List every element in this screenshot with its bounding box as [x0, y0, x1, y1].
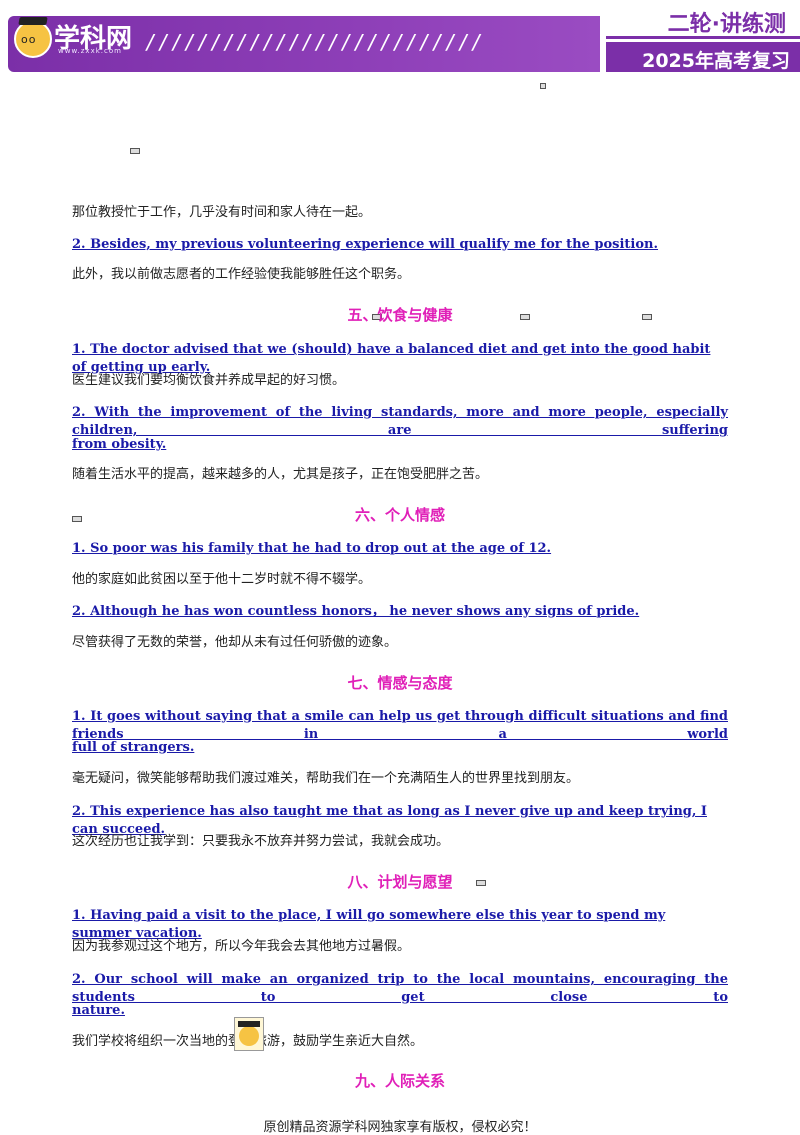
translation-line: 那位教授忙于工作，几乎没有时间和家人待在一起。 [72, 205, 372, 220]
mascot-face-icon [239, 1026, 259, 1046]
anchor-marker [130, 148, 140, 154]
anchor-marker [520, 314, 530, 320]
sentence-line: 2. With the improvement of the living st… [72, 405, 728, 438]
banner-slashes: ////////////////////////// [145, 30, 485, 54]
logo-text: 学科网 [54, 24, 133, 54]
banner-right-top [606, 4, 800, 36]
logo-url: www.zxxk.com [58, 47, 122, 55]
translation-line: 这次经历也让我学到：只要我永不放弃并努力尝试，我就会成功。 [72, 834, 450, 849]
header-banner: oo 学科网 www.zxxk.com ////////////////////… [0, 0, 800, 74]
banner-divider [606, 36, 800, 39]
series-title: 二轮·讲练测 [667, 12, 786, 37]
sentence-line: 1. Having paid a visit to the place, I w… [72, 908, 666, 941]
section-heading: 五、饮食与健康 [347, 306, 453, 324]
graduation-cap-icon [238, 1021, 260, 1027]
sentence-line: 2. Our school will make an organized tri… [72, 972, 728, 1005]
translation-line: 我们学校将组织一次当地的登山旅游，鼓励学生亲近大自然。 [72, 1033, 728, 1051]
sentence-line: 1. So poor was his family that he had to… [72, 541, 552, 556]
translation-line: 因为我参观过这个地方，所以今年我会去其他地方过暑假。 [72, 939, 411, 954]
sentence-line: full of strangers. [72, 740, 195, 755]
translation-line: 此外，我以前做志愿者的工作经验使我能够胜任这个职务。 [72, 267, 411, 282]
section-heading: 六、个人情感 [354, 506, 445, 524]
anchor-marker [372, 314, 382, 320]
sentence-line: nature. [72, 1003, 125, 1018]
translation-line: 尽管获得了无数的荣誉，他却从未有过任何骄傲的迹象。 [72, 635, 398, 650]
sentence-line: 2. Besides, my previous volunteering exp… [72, 237, 659, 252]
section-heading: 八、计划与愿望 [347, 873, 453, 891]
section-heading: 九、人际关系 [354, 1072, 445, 1090]
anchor-marker [540, 83, 546, 89]
sentence-line: 2. Although he has won countless honors，… [72, 604, 640, 619]
series-subtitle: 2025年高考复习 [642, 50, 790, 72]
copyright-footer: 原创精品资源学科网独家享有版权，侵权必究！ [263, 1120, 537, 1135]
section-heading: 七、情感与态度 [347, 674, 453, 692]
sentence-line: 1. The doctor advised that we (should) h… [72, 342, 711, 375]
anchor-marker [72, 516, 82, 522]
mascot-watermark-icon [234, 1017, 264, 1051]
sentence-line: 2. This experience has also taught me th… [72, 804, 707, 837]
translation-line: 他的家庭如此贫困以至于他十二岁时就不得不辍学。 [72, 572, 372, 587]
translation-line: 毫无疑问，微笑能够帮助我们渡过难关，帮助我们在一个充满陌生人的世界里找到朋友。 [72, 771, 580, 786]
translation-line: 医生建议我们要均衡饮食并养成早起的好习惯。 [72, 373, 346, 388]
banner-right-bottom [606, 42, 800, 72]
graduation-cap-icon [18, 17, 48, 25]
glasses-icon: oo [21, 33, 37, 46]
translation-line: 随着生活水平的提高，越来越多的人，尤其是孩子，正在饱受肥胖之苦。 [72, 467, 489, 482]
banner-purple-bar [8, 16, 600, 72]
sentence-line: from obesity. [72, 437, 167, 452]
anchor-marker [476, 880, 486, 886]
anchor-marker [642, 314, 652, 320]
sentence-line: 1. It goes without saying that a smile c… [72, 709, 728, 742]
